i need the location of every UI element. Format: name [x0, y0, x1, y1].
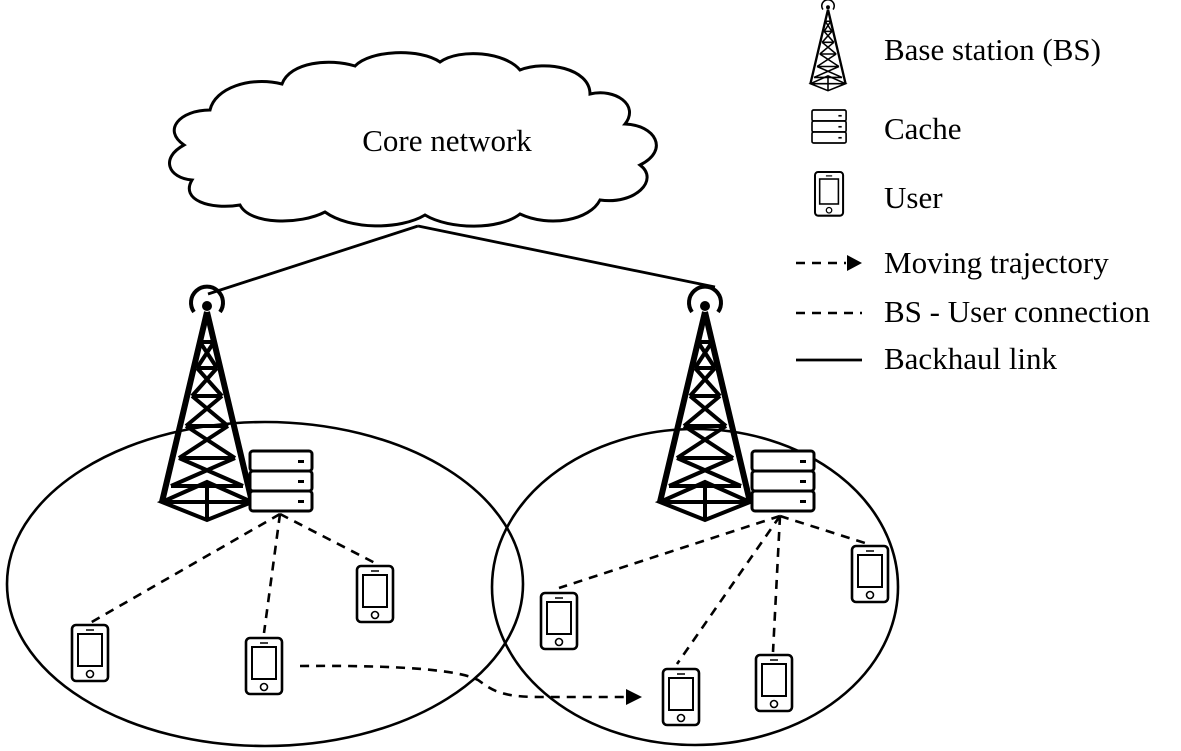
- core-network-label: Core network: [362, 123, 532, 158]
- user-phone-icon: [754, 653, 794, 713]
- user-phone-icon: [355, 564, 395, 624]
- legend-base-station-label: Base station (BS): [884, 32, 1101, 67]
- backhaul-links: [207, 224, 716, 296]
- legend-cache-icon: [811, 109, 847, 144]
- backhaul-link-left: [207, 224, 419, 296]
- user-phone-icon: [70, 623, 110, 683]
- user-phone-icon: [850, 544, 890, 604]
- cache-icon-left: [248, 449, 314, 513]
- legend-trajectory-symbol: [796, 255, 862, 271]
- cell-coverage-left: [5, 420, 525, 748]
- base-station-icon-left: [162, 287, 252, 520]
- legend-trajectory-label: Moving trajectory: [884, 245, 1109, 280]
- legend-backhaul-label: Backhaul link: [884, 341, 1058, 376]
- user-phone-icon: [244, 636, 284, 696]
- bs-user-connections-right: [558, 514, 866, 665]
- bs-user-connections-left: [89, 512, 376, 634]
- moving-trajectory-arrow: [299, 664, 642, 705]
- legend: Base station (BS) Cache User Moving traj…: [796, 0, 1151, 376]
- user-phone-icon: [539, 591, 579, 651]
- core-network-cloud: Core network: [168, 51, 658, 228]
- legend-cache-label: Cache: [884, 111, 961, 146]
- base-station-icon-right: [660, 287, 750, 520]
- backhaul-link-right: [417, 224, 716, 289]
- user-phone-icon: [661, 667, 701, 727]
- legend-user-label: User: [884, 180, 943, 215]
- legend-base-station-icon: [809, 0, 847, 92]
- legend-connection-label: BS - User connection: [884, 294, 1151, 329]
- cell-coverage-right: [490, 427, 900, 747]
- legend-user-icon: [813, 170, 845, 217]
- cache-icon-right: [750, 449, 816, 513]
